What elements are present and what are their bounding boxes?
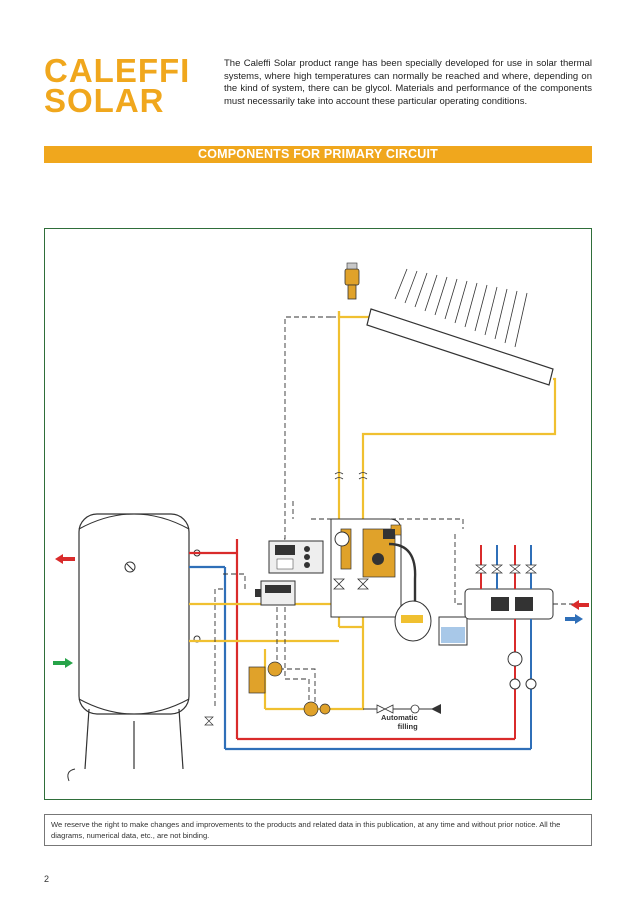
intro-paragraph: The Caleffi Solar product range has been… xyxy=(224,58,592,107)
disclaimer-box: We reserve the right to make changes and… xyxy=(44,814,592,846)
tank-cold-inlet-arrow xyxy=(53,658,73,668)
system-diagram: Automatic filling xyxy=(44,228,592,800)
solar-collector xyxy=(366,308,554,386)
automatic-filling-line xyxy=(363,704,441,714)
mixing-valve-icon xyxy=(248,661,283,694)
tank-hot-outlet-arrow xyxy=(55,554,75,564)
expansion-vessel xyxy=(388,542,432,642)
solar-pumping-station xyxy=(330,518,402,618)
flow-meter-icon xyxy=(303,701,331,717)
zone-hot-arrow xyxy=(571,600,589,610)
solar-primary-pipes xyxy=(189,311,557,711)
zone-cold-arrow xyxy=(565,614,583,624)
solar-controller-icon xyxy=(268,540,324,574)
storage-tank xyxy=(78,513,190,770)
logo-line-caleffi: CALEFFI xyxy=(44,52,191,89)
page-number: 2 xyxy=(44,874,50,884)
logo-line-solar: SOLAR xyxy=(44,82,165,119)
zone-distribution-module xyxy=(464,588,554,620)
diagram-drawing xyxy=(53,262,589,782)
sun-rays xyxy=(394,268,528,348)
station-pump-icon xyxy=(372,553,384,565)
glycol-container xyxy=(438,616,468,646)
section-title: COMPONENTS FOR PRIMARY CIRCUIT xyxy=(44,146,592,163)
caleffi-solar-logo: CALEFFI SOLAR xyxy=(44,52,214,124)
zone-pump-icon xyxy=(507,651,523,667)
heat-meter-icon xyxy=(255,580,296,606)
air-vent-icon xyxy=(344,262,360,300)
station-pressure-gauge-icon xyxy=(334,531,350,547)
automatic-filling-label: Automatic filling xyxy=(381,713,418,731)
